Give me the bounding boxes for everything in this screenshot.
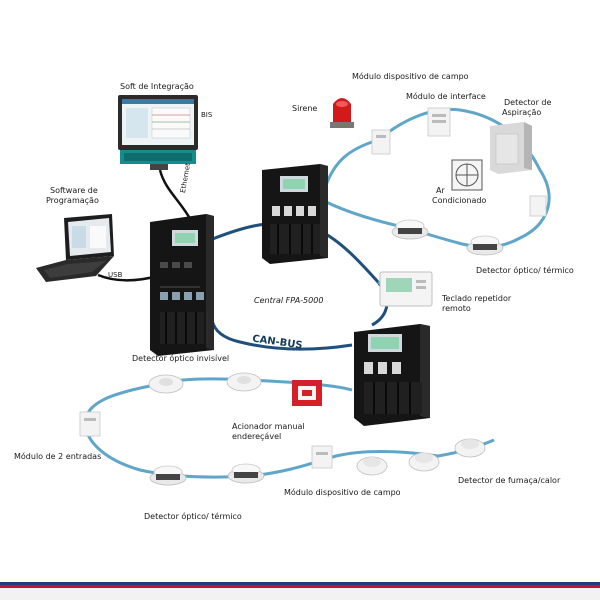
label-detector-optico-termico-right: Detector óptico/ térmico (476, 266, 574, 275)
aspiration-detector (490, 122, 532, 174)
detector-bottom-1 (149, 465, 187, 486)
smoke-detector-2 (408, 452, 440, 472)
smoke-detector-3 (454, 438, 486, 458)
main-panel-left (150, 214, 214, 356)
label-software-programacao-1: Software de (50, 186, 98, 195)
integration-monitor (118, 95, 198, 170)
manual-call-point (292, 380, 322, 406)
label-detector-fumaca: Detector de fumaça/calor (458, 476, 561, 485)
interface-module (427, 107, 451, 137)
air-conditioner (451, 159, 483, 191)
field-module-bottom (311, 445, 333, 469)
bottom-frame-stripe (0, 582, 600, 588)
label-software-programacao-2: Programação (46, 196, 99, 205)
label-ar-condicionado-1: Ar (436, 186, 445, 195)
label-detector-invisivel: Detector óptico invisível (132, 354, 230, 363)
label-detector-optico-termico-bottom: Detector óptico/ térmico (144, 512, 242, 521)
siren-device (330, 98, 354, 128)
label-sirene: Sirene (292, 104, 318, 113)
label-detector-aspiracao-1: Detector de (504, 98, 552, 107)
detector-bottom-2 (227, 463, 265, 484)
label-modulo-interface: Módulo de interface (406, 92, 486, 101)
label-central: Central FPA-5000 (254, 296, 324, 305)
frame-blue-line (0, 582, 600, 585)
label-modulo-dispositivo-bottom: Módulo dispositivo de campo (284, 488, 401, 497)
main-panel-right (354, 324, 430, 426)
label-acionador-2: endereçável (232, 432, 282, 441)
detector-top-2 (466, 235, 504, 256)
label-modulo-2-entradas: Módulo de 2 entradas (14, 452, 102, 461)
bottom-loop-wire (84, 377, 495, 479)
smoke-detector-1 (356, 456, 388, 476)
bottom-frame-base (0, 588, 600, 600)
two-input-module (79, 411, 101, 437)
field-module-top (371, 129, 391, 155)
label-teclado-1: Teclado repetidor (442, 294, 512, 303)
label-modulo-dispositivo-top: Módulo dispositivo de campo (352, 72, 469, 81)
label-bis: BIS (201, 111, 213, 119)
frame-red-line (0, 585, 600, 588)
label-ar-condicionado-2: Condicionado (432, 196, 487, 205)
label-soft-integracao: Soft de Integração (120, 82, 194, 91)
main-panel-center (262, 164, 328, 264)
field-module-right (529, 195, 547, 217)
programming-laptop (36, 214, 114, 282)
label-acionador-1: Acionador manual (232, 422, 305, 431)
usb-cable (97, 273, 159, 282)
remote-keypad (379, 271, 433, 307)
invisible-detector-2 (226, 372, 262, 392)
label-detector-aspiracao-2: Aspiração (502, 108, 542, 117)
label-teclado-2: remoto (442, 304, 471, 313)
detector-top-1 (391, 219, 429, 240)
invisible-detector-1 (148, 374, 184, 394)
label-usb: USB (108, 271, 123, 279)
